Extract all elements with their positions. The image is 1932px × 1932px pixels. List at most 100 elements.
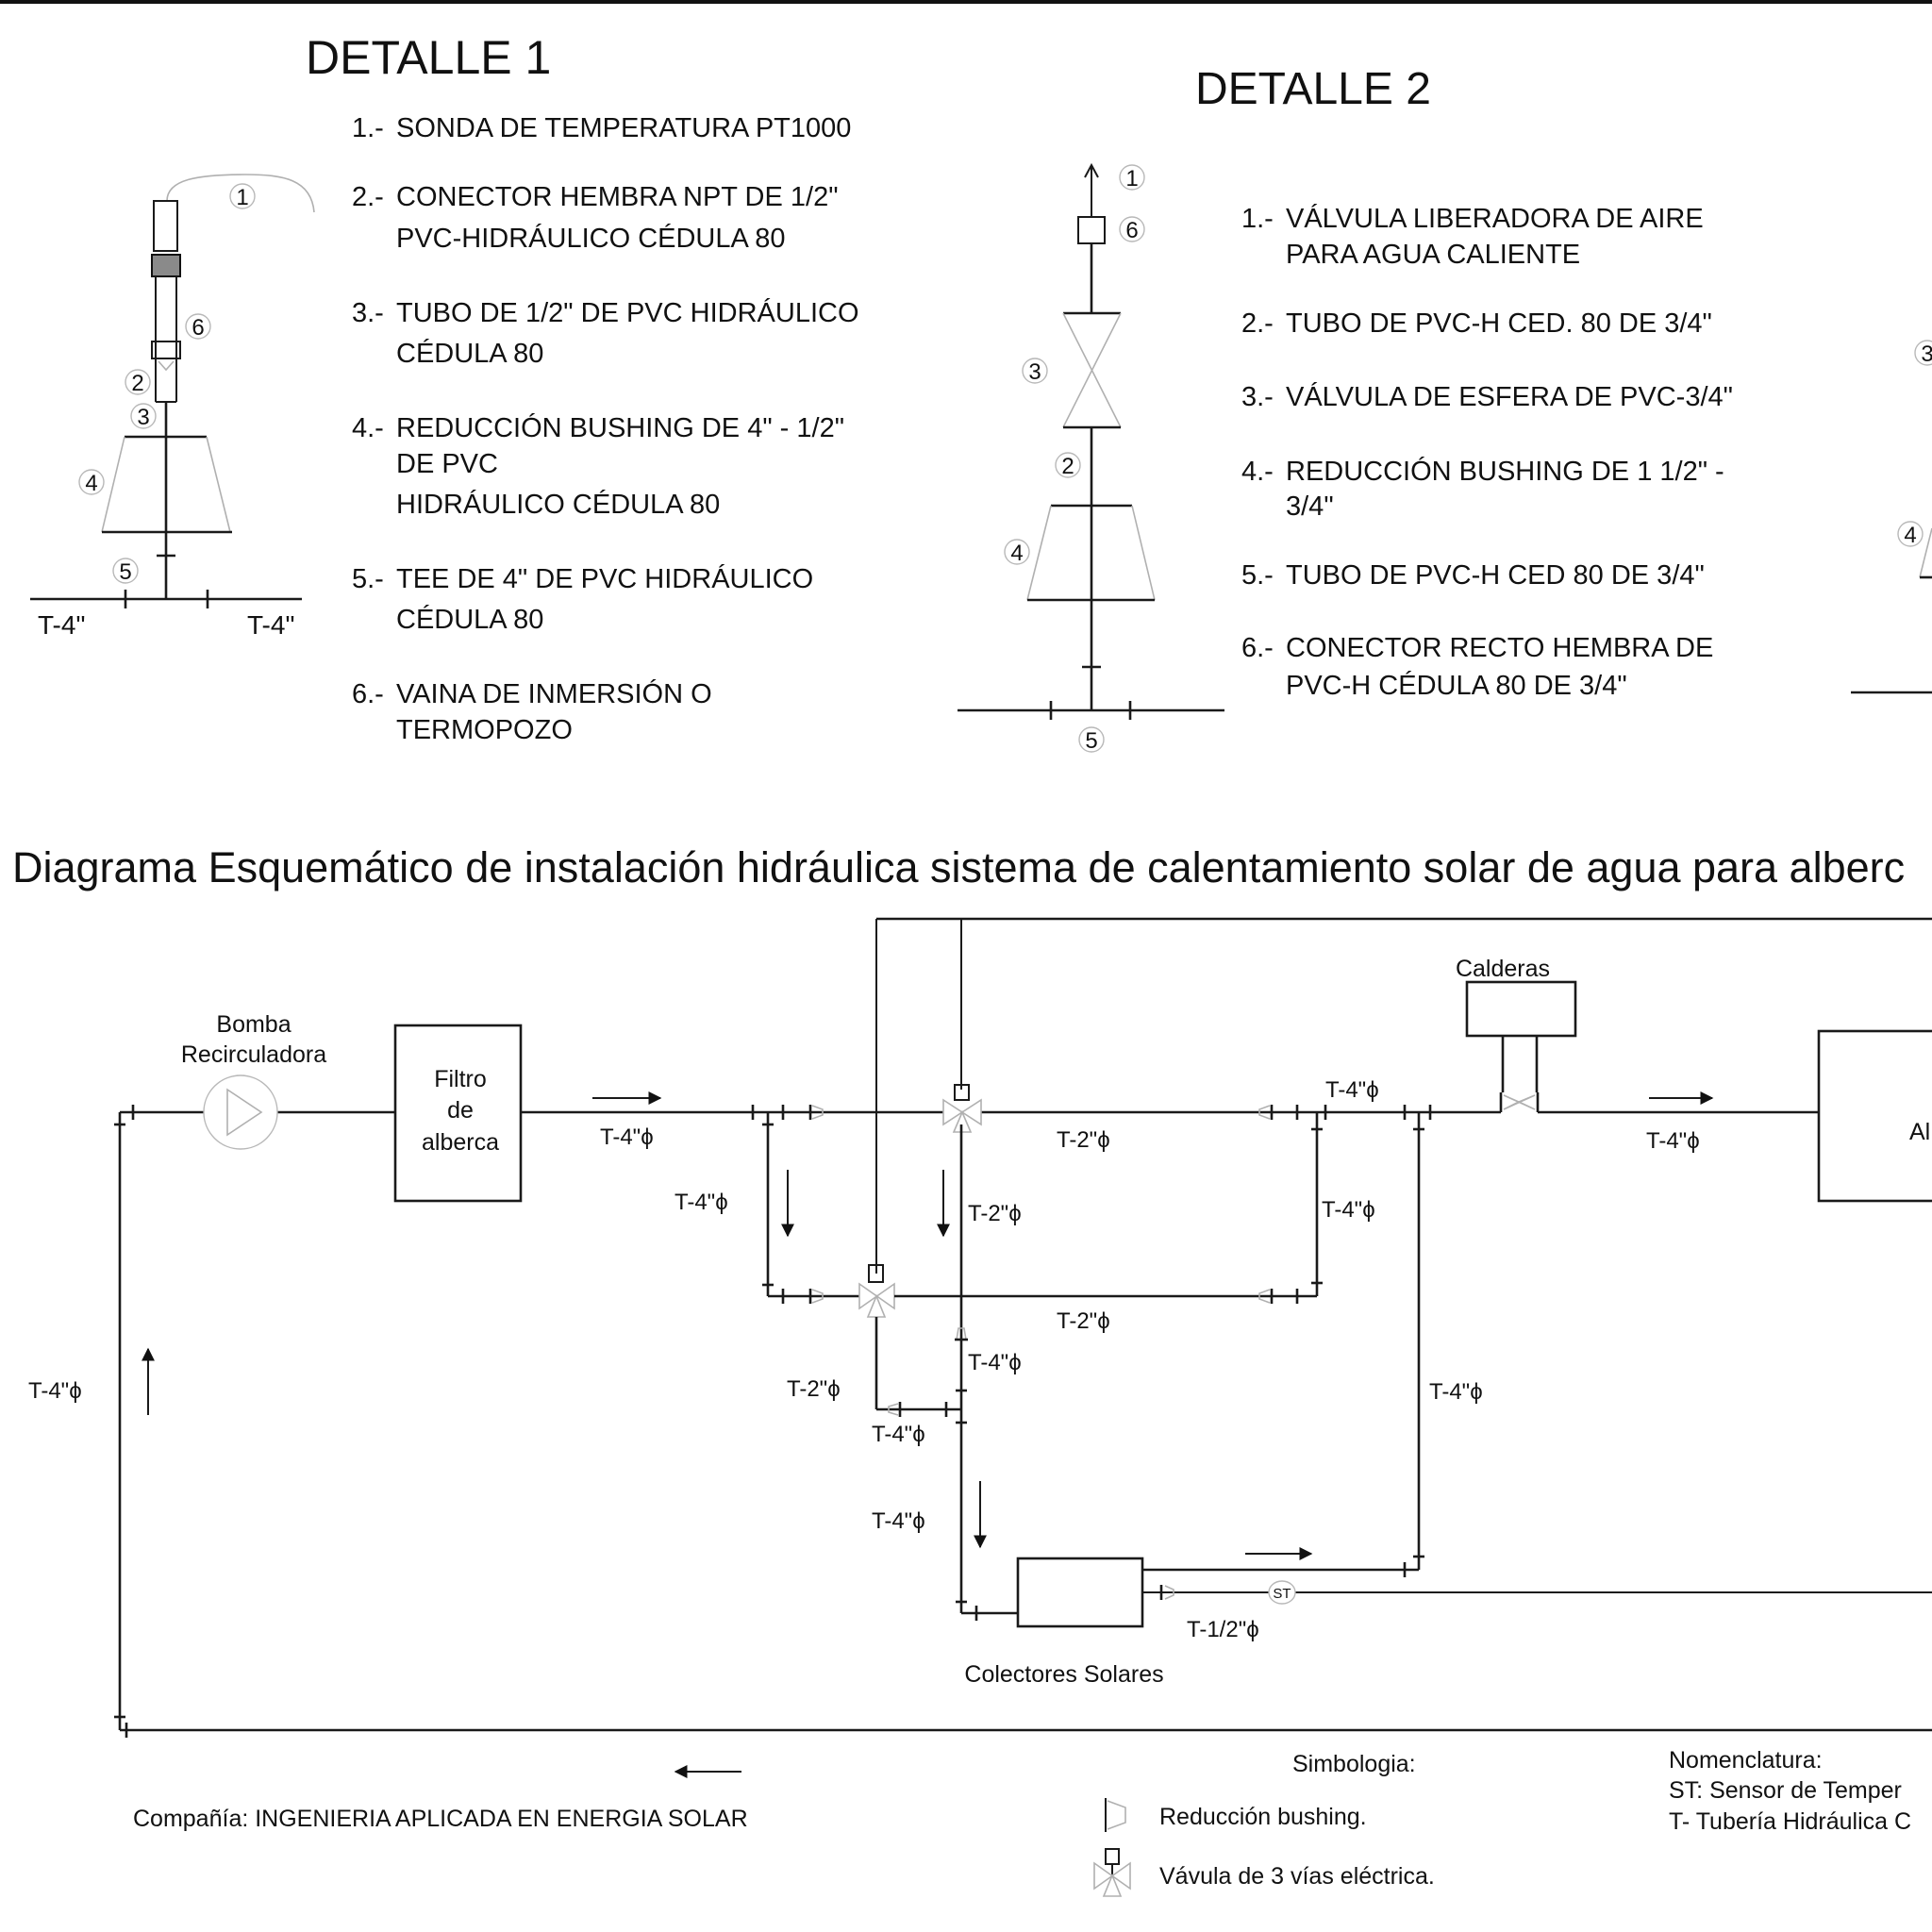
svg-text:4: 4 <box>1010 541 1023 566</box>
pump-triangle-icon <box>226 1088 263 1137</box>
pipe-labels: T-4"ϕ T-4"ϕ T-2"ϕ T-2"ϕ T-4"ϕ T-4"ϕ T-2"… <box>28 1077 1700 1642</box>
legend-bushing-icon <box>1107 1800 1126 1830</box>
svg-text:1: 1 <box>1125 166 1138 192</box>
pump-icon <box>203 1074 278 1150</box>
d2-item-3-line-1: VÁLVULA DE ESFERA DE PVC-3/4" <box>1286 381 1733 412</box>
d1-callout-6: 6 <box>185 313 211 341</box>
d1-item-1-line-1: SONDA DE TEMPERATURA PT1000 <box>396 113 851 143</box>
pipe-label: T-4"ϕ <box>28 1378 82 1404</box>
valve-actuator-icon <box>868 1264 884 1283</box>
pipe-label: T-2"ϕ <box>1057 1308 1110 1334</box>
detalle-1: DETALLE 1 1.- SONDA DE TEMPERATURA PT100… <box>30 31 859 745</box>
bushing-icon <box>811 1289 824 1304</box>
d1-item-5-num: 5.- <box>352 564 384 594</box>
schematic-title: Diagrama Esquemático de instalación hidr… <box>12 843 1905 891</box>
pump-label-line-2: Recirculadora <box>181 1041 326 1068</box>
legend-valve-actuator-icon <box>1105 1848 1120 1865</box>
collectors-label: Colectores Solares <box>964 1661 1163 1688</box>
detalle-1-title: DETALLE 1 <box>306 31 551 84</box>
d1-item-1-num: 1.- <box>352 113 384 143</box>
svg-text:5: 5 <box>1085 728 1097 754</box>
d2-item-5-num: 5.- <box>1241 560 1274 591</box>
d1-item-4-line-2: DE PVC <box>396 449 498 479</box>
symbology-item-bushing: Reducción bushing. <box>1159 1804 1367 1830</box>
d3-bushing-side <box>1919 527 1932 578</box>
d1-item-4-num: 4.- <box>352 413 384 443</box>
sensor-connector <box>151 254 181 277</box>
d2-item-5-line-1: TUBO DE PVC-H CED 80 DE 3/4" <box>1286 560 1705 591</box>
filter-label-line-2: de <box>447 1097 474 1124</box>
pipe-label: T-4"ϕ <box>1429 1379 1483 1405</box>
straight-connector <box>1077 216 1106 244</box>
d1-item-3-num: 3.- <box>352 298 384 328</box>
detalle-1-figure: T-4" T-4" 1 6 2 3 4 5 <box>30 174 315 640</box>
d1-item-5-line-2: CÉDULA 80 <box>396 604 543 635</box>
pipe-label: T-2"ϕ <box>787 1376 841 1402</box>
d1-callout-1: 1 <box>229 183 256 210</box>
symbology-title: Simbologia: <box>1292 1751 1416 1777</box>
thermowell-tip <box>158 360 175 372</box>
d1-callout-3: 3 <box>130 403 157 430</box>
schematic-diagram: Bomba Recirculadora Filtro de alberca <box>28 917 1932 1778</box>
svg-text:1: 1 <box>236 185 248 210</box>
svg-text:4: 4 <box>85 471 97 496</box>
pipe-label: T-4"ϕ <box>1646 1128 1700 1154</box>
detalle-2-title: DETALLE 2 <box>1195 64 1431 114</box>
ball-valve-icon <box>1062 312 1122 428</box>
nomenclature-title: Nomenclatura: <box>1669 1747 1823 1774</box>
d1-item-2-line-1: CONECTOR HEMBRA NPT DE 1/2" <box>396 182 839 212</box>
thermowell-nut <box>151 341 181 359</box>
d1-callout-4: 4 <box>78 469 105 496</box>
filter-label-line-3: alberca <box>422 1129 499 1156</box>
air-release-arrow-icon <box>1084 162 1099 178</box>
d2-callout-1: 1 <box>1119 164 1145 192</box>
sensor-label: ST <box>1273 1586 1291 1602</box>
sensor-icon <box>1268 1580 1296 1605</box>
d3-callout-4: 4 <box>1897 521 1924 548</box>
pipe-label: T-4"ϕ <box>872 1508 925 1534</box>
bushing-icon <box>1258 1289 1271 1304</box>
pipe-label: T-4"ϕ <box>1322 1197 1375 1223</box>
d2-item-6-num: 6.- <box>1241 633 1274 663</box>
pool-label: Al <box>1909 1119 1930 1145</box>
svg-text:4: 4 <box>1904 523 1916 548</box>
detalle-2: DETALLE 2 1.- VÁLVULA LIBERADORA DE AIRE… <box>958 64 1733 754</box>
d1-item-3-line-1: TUBO DE 1/2" DE PVC HIDRÁULICO <box>396 297 859 328</box>
detalle-2-list: 1.- VÁLVULA LIBERADORA DE AIRE PARA AGUA… <box>1241 203 1733 701</box>
d1-item-6-line-1: VAINA DE INMERSIÓN O <box>396 678 712 709</box>
svg-text:3: 3 <box>137 405 149 430</box>
bushing-icon <box>811 1105 824 1120</box>
d2-item-1-line-1: VÁLVULA LIBERADORA DE AIRE <box>1286 203 1704 234</box>
bushing-icon <box>956 1327 967 1341</box>
d2-item-1-line-2: PARA AGUA CALIENTE <box>1286 240 1580 270</box>
pump-label-line-1: Bomba <box>216 1011 291 1038</box>
pipe-label: T-4"ϕ <box>1325 1077 1379 1103</box>
pipe-label: T-1/2"ϕ <box>1187 1617 1259 1642</box>
d2-callout-6: 6 <box>1119 216 1145 243</box>
pipe-label: T-4"ϕ <box>675 1190 728 1215</box>
svg-text:2: 2 <box>131 371 143 396</box>
detalle-2-figure: 1 6 3 2 4 5 <box>958 162 1224 754</box>
detalle-1-list: 1.- SONDA DE TEMPERATURA PT1000 2.- CONE… <box>352 113 859 745</box>
d2-item-4-line-2: 3/4" <box>1286 491 1334 522</box>
d2-item-2-num: 2.- <box>1241 308 1274 339</box>
d2-bushing-sides <box>1026 505 1156 601</box>
bushing-icon <box>888 1403 899 1416</box>
d1-item-4-line-3: HIDRÁULICO CÉDULA 80 <box>396 489 720 520</box>
detalle-3-partial: 3 4 <box>1851 340 1932 694</box>
d2-callout-4: 4 <box>1004 539 1030 566</box>
d2-item-6-line-1: CONECTOR RECTO HEMBRA DE <box>1286 633 1713 663</box>
pipe-label: T-4"ϕ <box>600 1124 654 1150</box>
svg-text:3: 3 <box>1028 359 1041 385</box>
filter-label-line-1: Filtro <box>434 1066 487 1092</box>
d1-item-5-line-1: TEE DE 4" DE PVC HIDRÁULICO <box>396 563 813 594</box>
d2-item-6-line-2: PVC-H CÉDULA 80 DE 3/4" <box>1286 670 1627 701</box>
d1-pipe-left-label: T-4" <box>38 610 85 640</box>
d1-callout-5: 5 <box>112 558 139 585</box>
d2-item-1-num: 1.- <box>1241 204 1274 234</box>
sensor-probe <box>153 200 178 252</box>
d2-item-2-line-1: TUBO DE PVC-H CED. 80 DE 3/4" <box>1286 308 1712 339</box>
svg-text:3: 3 <box>1921 341 1932 367</box>
nomenclature-item-st: ST: Sensor de Temper <box>1669 1777 1902 1804</box>
d1-item-2-num: 2.- <box>352 182 384 212</box>
